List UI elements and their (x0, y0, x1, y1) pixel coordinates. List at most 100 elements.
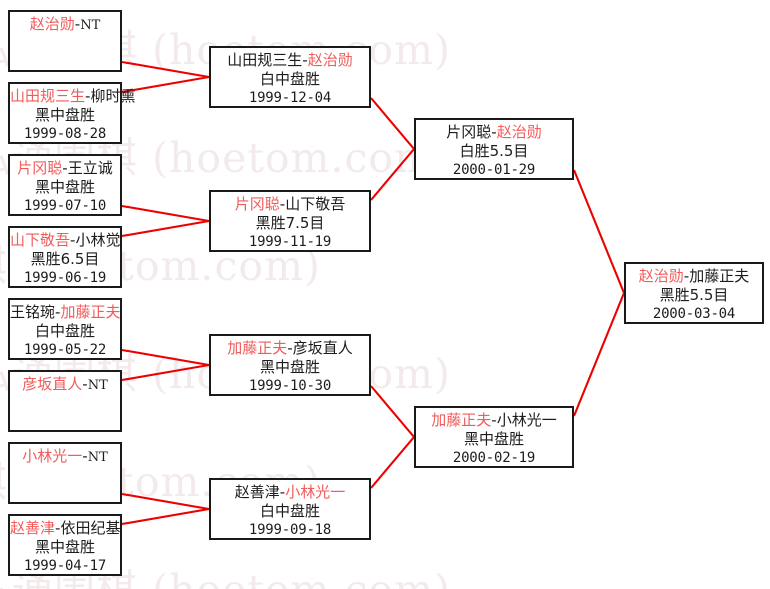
bracket-connector (370, 385, 416, 489)
match-box[interactable]: 赵善津-依田纪基黑中盘胜 1999-04-17 (8, 514, 122, 576)
match-players: 片冈聪-山下敬吾 (211, 195, 369, 214)
player-separator: - (74, 15, 81, 33)
match-result: 黑胜6.5目 (30, 250, 100, 268)
match-box[interactable]: 王铭琬-加藤正夫白中盘胜 1999-05-22 (8, 298, 122, 360)
match-players: 赵善津-小林光一 (211, 483, 369, 502)
match-box[interactable]: 加藤正夫-彦坂直人黑中盘胜 1999-10-30 (209, 334, 371, 396)
winner-name: 加藤正夫 (227, 339, 288, 357)
loser-name: 王立诚 (67, 159, 113, 177)
match-box[interactable]: 赵善津-小林光一白中盘胜 1999-09-18 (209, 478, 371, 540)
winner-name: 彦坂直人 (22, 375, 83, 393)
match-result: 黑胜7.5目 (255, 214, 325, 232)
loser-name: 山田规三生 (227, 51, 303, 69)
winner-name: 赵治勋 (307, 51, 353, 69)
match-date: 1999-12-04 (248, 90, 332, 106)
match-result: 白胜5.5目 (459, 142, 529, 160)
match-date: 2000-02-19 (452, 450, 536, 466)
player-separator: - (279, 195, 286, 213)
winner-name: 山田规三生 (10, 87, 86, 105)
match-players: 山下敬吾-小林觉 (10, 231, 120, 250)
winner-name: 片冈聪 (234, 195, 280, 213)
match-result: 黑中盘胜 (259, 358, 320, 376)
winner-name: 山下敬吾 (10, 231, 71, 249)
player-separator: - (55, 519, 61, 537)
player-separator: - (279, 483, 286, 501)
winner-name: 小林光一 (22, 447, 83, 465)
loser-name: 加藤正夫 (689, 267, 750, 285)
match-box[interactable]: 片冈聪-王立诚黑中盘胜 1999-07-10 (8, 154, 122, 216)
match-players: 赵治勋-加藤正夫 (626, 267, 762, 286)
match-players: 片冈聪-王立诚 (10, 159, 120, 178)
match-box[interactable]: 山田规三生-柳时熏黑中盘胜 1999-08-28 (8, 82, 135, 144)
match-result: 白中盘胜 (259, 502, 320, 520)
match-date: 1999-05-22 (23, 342, 107, 358)
match-players: 加藤正夫-彦坂直人 (211, 339, 369, 358)
loser-name: 王铭琬 (10, 303, 56, 321)
match-box[interactable]: 赵治勋-NT (8, 10, 122, 72)
loser-name: 山下敬吾 (285, 195, 346, 213)
match-box[interactable]: 彦坂直人-NT (8, 370, 122, 432)
winner-name: 加藤正夫 (431, 411, 492, 429)
match-players: 山田规三生-柳时熏 (10, 87, 135, 106)
match-result: 白中盘胜 (34, 322, 95, 340)
winner-name: 赵治勋 (29, 15, 75, 33)
loser-name: 小林觉 (75, 231, 121, 249)
player-separator: - (491, 411, 497, 429)
match-date: 2000-03-04 (652, 306, 736, 322)
seed-tag: NT (80, 18, 101, 33)
bracket-connector (121, 348, 210, 382)
match-box[interactable]: 片冈聪-山下敬吾黑胜7.5目 1999-11-19 (209, 190, 371, 252)
loser-name: 片冈聪 (446, 123, 492, 141)
winner-name: 小林光一 (285, 483, 346, 501)
loser-name: 依田纪基 (60, 519, 121, 537)
match-players: 山田规三生-赵治勋 (211, 51, 369, 70)
match-box[interactable]: 赵治勋-加藤正夫黑胜5.5目 2000-03-04 (624, 262, 764, 324)
match-players: 彦坂直人-NT (10, 375, 120, 395)
player-separator: - (491, 123, 497, 141)
loser-name: 赵善津 (234, 483, 280, 501)
player-separator: - (287, 339, 293, 357)
match-players: 加藤正夫-小林光一 (416, 411, 572, 430)
match-result: 黑胜5.5目 (659, 286, 729, 304)
match-result: 黑中盘胜 (463, 430, 524, 448)
bracket-connector (573, 169, 626, 417)
match-date: 1999-09-18 (248, 522, 332, 538)
player-separator: - (62, 159, 68, 177)
winner-name: 加藤正夫 (60, 303, 121, 321)
match-result: 黑中盘胜 (34, 178, 95, 196)
loser-name: 柳时熏 (90, 87, 136, 105)
match-date: 1999-07-10 (23, 198, 107, 214)
match-date: 1999-10-30 (248, 378, 332, 394)
match-players: 小林光一-NT (10, 447, 120, 467)
loser-name: 彦坂直人 (292, 339, 353, 357)
bracket-connector (121, 204, 210, 238)
player-separator: - (82, 447, 88, 465)
player-separator: - (302, 51, 308, 69)
player-separator: - (683, 267, 690, 285)
player-separator: - (70, 231, 76, 249)
match-box[interactable]: 加藤正夫-小林光一黑中盘胜 2000-02-19 (414, 406, 574, 468)
match-result: 黑中盘胜 (34, 106, 95, 124)
seed-tag: NT (87, 378, 108, 393)
match-players: 王铭琬-加藤正夫 (10, 303, 120, 322)
match-result: 黑中盘胜 (34, 538, 95, 556)
seed-tag: NT (87, 450, 108, 465)
match-players: 赵治勋-NT (10, 15, 120, 35)
match-date: 1999-08-28 (23, 126, 107, 142)
winner-name: 片冈聪 (17, 159, 63, 177)
match-players: 片冈聪-赵治勋 (416, 123, 572, 142)
match-date: 1999-04-17 (23, 558, 107, 574)
match-players: 赵善津-依田纪基 (10, 519, 120, 538)
player-separator: - (85, 87, 91, 105)
match-box[interactable]: 小林光一-NT (8, 442, 122, 504)
bracket-connector (121, 492, 210, 526)
match-date: 1999-06-19 (23, 270, 107, 286)
player-separator: - (82, 375, 88, 393)
match-box[interactable]: 山下敬吾-小林觉黑胜6.5目 1999-06-19 (8, 226, 122, 288)
winner-name: 赵治勋 (638, 267, 684, 285)
player-separator: - (55, 303, 61, 321)
match-date: 1999-11-19 (248, 234, 332, 250)
